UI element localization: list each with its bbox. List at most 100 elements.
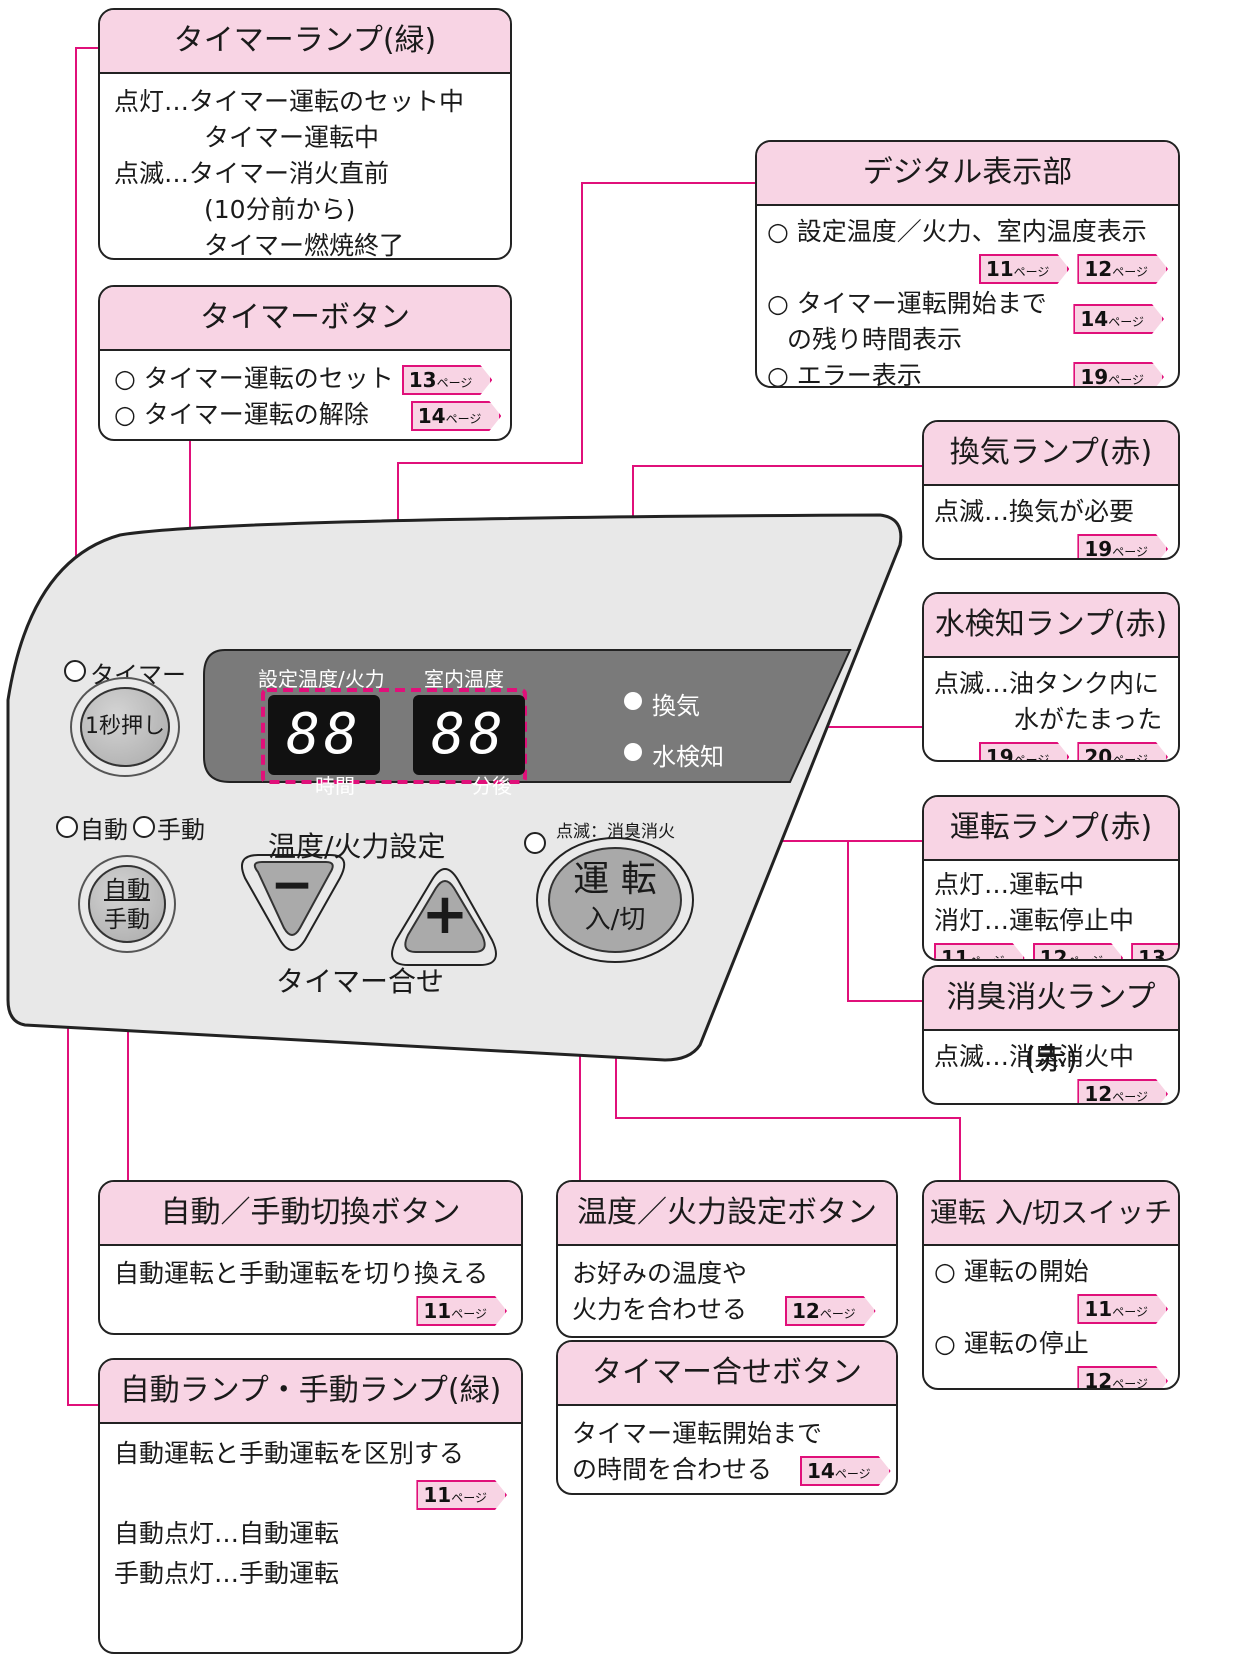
callout-timer-lamp: タイマーランプ(緑) 点灯…タイマー運転のセット中 タイマー運転中 点滅…タイマ… xyxy=(98,8,512,260)
water-lamp-label: 水検知 xyxy=(652,743,724,771)
page-number: 20 xyxy=(1084,745,1113,762)
plus-icon: + xyxy=(421,882,469,947)
callout-text: 点滅…換気が必要 xyxy=(934,497,1135,526)
page-ref: 19ページ xyxy=(1073,362,1164,388)
callout-vent-lamp: 換気ランプ(赤) 点滅…換気が必要 19ページ xyxy=(922,420,1180,560)
callout-deodor-lamp: 消臭消火ランプ(赤) 点滅…消臭消火中 12ページ xyxy=(922,965,1180,1105)
page-ref: 11ページ xyxy=(1077,1294,1168,1324)
callout-text: 消灯…運転停止中 xyxy=(934,906,1135,935)
callout-text: 点滅…消臭消火中 xyxy=(934,1042,1135,1071)
page-ref: 20ページ xyxy=(1077,742,1168,762)
page-ref: 12ページ xyxy=(1077,1079,1168,1105)
callout-title: タイマー合せボタン xyxy=(558,1342,896,1406)
page-ref: 19ページ xyxy=(1077,534,1168,560)
callout-timer-set-button: タイマー合せボタン タイマー運転開始まで の時間を合わせる 14ページ xyxy=(556,1340,898,1495)
page-ref: 11ページ xyxy=(416,1296,507,1326)
auto-manual-button[interactable]: 自動 手動 xyxy=(88,865,166,943)
display-label-set-temp: 設定温度/火力 xyxy=(258,667,385,691)
page-suffix: ページ xyxy=(451,1491,487,1505)
minus-icon: − xyxy=(270,855,314,915)
digital-display-right: 88 xyxy=(413,695,525,775)
callout-run-lamp: 運転ランプ(赤) 点灯…運転中 消灯…運転停止中 11ページ 12ページ 13ペ… xyxy=(922,795,1180,961)
callout-auto-manual-button: 自動／手動切換ボタン 自動運転と手動運転を切り換える 11ページ xyxy=(98,1180,523,1335)
page-suffix: ページ xyxy=(436,376,473,390)
callout-auto-manual-lamp: 自動ランプ・手動ランプ(緑) 自動運転と手動運転を区別する 11ページ 自動点灯… xyxy=(98,1358,523,1654)
page-suffix: ページ xyxy=(451,1307,487,1321)
page-number: 14 xyxy=(417,404,446,428)
page-number: 11 xyxy=(941,946,969,961)
timer-button[interactable]: 1秒押し xyxy=(80,687,170,767)
run-lamp xyxy=(524,832,546,854)
callout-title: タイマーボタン xyxy=(100,287,510,351)
page-suffix: ページ xyxy=(834,1467,871,1481)
callout-title: デジタル表示部 xyxy=(757,142,1178,206)
callout-text: 自動運転と手動運転を切り換える xyxy=(114,1259,489,1288)
page-ref: 19ページ xyxy=(979,742,1070,762)
callout-timer-button: タイマーボタン ○ タイマー運転のセット 13ページ ○ タイマー運転の解除 1… xyxy=(98,285,512,441)
callout-text: ○ タイマー運転の解除 xyxy=(114,400,369,429)
page-ref: 12ページ xyxy=(1077,1366,1168,1390)
page-number: 13 xyxy=(408,368,437,392)
page-number: 11 xyxy=(985,257,1014,281)
page-ref: 11ページ xyxy=(979,254,1070,284)
auto-lamp xyxy=(56,816,78,838)
auto-manual-button-top: 自動 xyxy=(104,877,150,903)
callout-title: 換気ランプ(赤) xyxy=(924,422,1178,486)
page-suffix: ページ xyxy=(1067,954,1104,961)
callout-text: ○ 運転の停止 xyxy=(934,1329,1089,1358)
page-suffix: ページ xyxy=(445,412,482,426)
callout-text: 自動点灯…自動運転 xyxy=(114,1519,340,1548)
water-lamp xyxy=(624,743,642,761)
plus-button[interactable]: + xyxy=(415,887,475,943)
page-number: 19 xyxy=(1084,537,1113,560)
manual-lamp xyxy=(133,816,155,838)
vent-lamp-label: 換気 xyxy=(652,692,700,720)
page-ref: 12ページ xyxy=(1077,254,1168,284)
callout-text: ○ タイマー運転のセット xyxy=(114,364,394,393)
display-label-room-temp: 室内温度 xyxy=(424,667,504,691)
callout-text: タイマー運転中 xyxy=(204,123,380,152)
callout-title: 水検知ランプ(赤) xyxy=(924,594,1178,658)
callout-water-lamp: 水検知ランプ(赤) 点滅…油タンク内に 水がたまった 19ページ 20ページ xyxy=(922,592,1180,762)
minus-button[interactable]: − xyxy=(262,859,322,911)
callout-text: の時間を合わせる xyxy=(572,1455,773,1484)
callout-text: 点滅…タイマー消火直前 xyxy=(114,159,390,188)
display-label-hours: 時間 xyxy=(315,774,355,798)
page-number: 12 xyxy=(1084,257,1113,281)
run-button[interactable]: 運 転 入/切 xyxy=(555,858,675,948)
callout-title: 運転ランプ(赤) xyxy=(924,797,1178,861)
page-suffix: ページ xyxy=(968,954,1005,961)
page-suffix: ページ xyxy=(1165,954,1178,961)
callout-text: お好みの温度や xyxy=(572,1259,748,1288)
callout-text: の残り時間表示 xyxy=(787,325,963,354)
callout-text: タイマー燃焼終了 xyxy=(204,231,405,260)
page-ref: 12ページ xyxy=(1033,943,1124,961)
page-ref: 14ページ xyxy=(800,1456,891,1486)
callout-text: タイマー運転開始まで xyxy=(572,1419,823,1448)
page-ref: 13ページ xyxy=(1131,943,1180,961)
manual-lamp-label: 手動 xyxy=(157,816,205,844)
callout-text: ○ 設定温度／火力、室内温度表示 xyxy=(767,217,1147,246)
page-suffix: ページ xyxy=(1108,315,1144,329)
run-button-top: 運 転 xyxy=(573,859,657,900)
page-number: 12 xyxy=(791,1299,820,1323)
page-number: 19 xyxy=(985,745,1014,762)
page-suffix: ページ xyxy=(819,1307,856,1321)
run-button-bottom: 入/切 xyxy=(584,905,646,935)
callout-title: 温度／火力設定ボタン xyxy=(558,1182,896,1246)
page-number: 13 xyxy=(1138,946,1166,961)
page-ref: 13ページ xyxy=(402,365,493,395)
callout-title: 消臭消火ランプ(赤) xyxy=(924,967,1178,1077)
auto-lamp-label: 自動 xyxy=(80,816,128,844)
callout-text: ○ 運転の開始 xyxy=(934,1257,1089,1286)
page-number: 14 xyxy=(806,1459,835,1483)
callout-text: (10分前から) xyxy=(204,195,356,224)
page-ref: 14ページ xyxy=(1073,304,1164,334)
page-suffix: ページ xyxy=(1112,545,1148,559)
run-lamp-label: 点滅：消臭消火 xyxy=(556,822,675,842)
temp-setting-label: 温度/火力設定 xyxy=(268,830,446,863)
callout-title: 自動ランプ・手動ランプ(緑) xyxy=(100,1360,521,1424)
callout-text: 点滅…油タンク内に xyxy=(934,669,1160,698)
page-suffix: ページ xyxy=(1013,265,1050,279)
callout-temp-button: 温度／火力設定ボタン お好みの温度や 火力を合わせる 12ページ xyxy=(556,1180,898,1338)
